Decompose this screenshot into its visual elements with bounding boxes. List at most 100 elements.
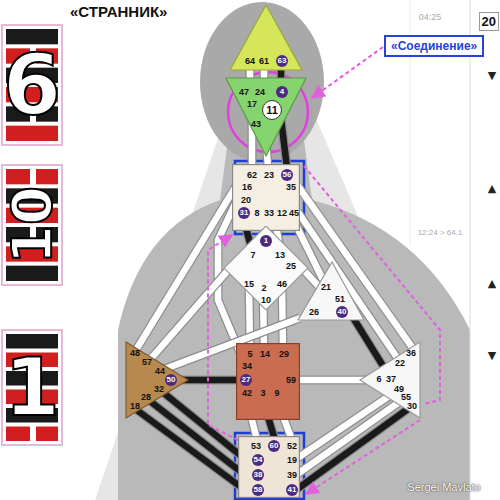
gate-number: 47	[239, 87, 249, 97]
active-gate-number: 38	[252, 469, 264, 481]
box-text: «Соединение»	[391, 39, 477, 53]
light-cone	[95, 0, 480, 500]
box-text: 20	[482, 14, 496, 29]
channel-fill	[296, 406, 412, 490]
gate-number: 36	[406, 348, 416, 358]
hexagram-frame	[2, 165, 62, 285]
hexagram-number: 6	[3, 43, 61, 127]
solar-plexus-center: 3622637495530	[358, 340, 422, 420]
g-center: 1713251524610	[224, 226, 308, 310]
active-gate-number: 56	[281, 169, 293, 181]
center-shape	[126, 342, 188, 418]
center-shape	[224, 226, 308, 310]
active-gate-number: 27	[240, 374, 252, 386]
gate-number: 5	[247, 349, 252, 359]
gate-number: 51	[335, 294, 345, 304]
watermark: Sergei Mavlato	[407, 481, 480, 493]
active-gate-number: 58	[252, 484, 264, 496]
head-center: 646163	[228, 3, 304, 73]
gate-number: 44	[155, 366, 165, 376]
gate-number: 35	[286, 182, 296, 192]
gate-number: 3	[260, 388, 265, 398]
date-box: 20	[479, 12, 499, 31]
hexagram-line	[6, 427, 30, 442]
hexagram-number: 1	[4, 348, 60, 428]
arrow-symbol: ▲	[488, 182, 496, 195]
gate-number: 15	[244, 279, 254, 289]
head-silhouette	[200, 2, 324, 162]
gate-number: 7	[250, 250, 255, 260]
gate-number: 46	[277, 279, 287, 289]
channel	[296, 406, 412, 490]
gate-number: 32	[154, 384, 164, 394]
channel-outline	[296, 406, 412, 490]
heart-center: 21512640	[296, 260, 364, 322]
channel-outline	[134, 408, 245, 490]
gate-number: 39	[287, 470, 297, 480]
time-note: 04:25	[419, 12, 442, 22]
gate-number: 45	[289, 208, 299, 218]
panel-line	[470, 0, 471, 500]
channel-outline	[296, 398, 405, 475]
gate-number: 30	[407, 401, 417, 411]
gate-number: 24	[255, 87, 265, 97]
root-center: 536052541938395841	[238, 436, 300, 498]
gate-number: 28	[141, 392, 151, 402]
gate-number: 20	[241, 195, 251, 205]
channel-fill	[134, 408, 245, 490]
hexagram-line	[6, 266, 58, 281]
channel-outline	[298, 212, 400, 362]
dotted-arrow-line	[312, 47, 383, 98]
highlight-frame	[235, 433, 304, 499]
center-shape	[230, 5, 302, 70]
page-title: «СТРАННИК»	[70, 3, 167, 20]
gate-number: 34	[242, 361, 252, 371]
hexagram-line	[6, 334, 58, 349]
arrow-symbol: ▼	[488, 349, 496, 362]
center-shape	[237, 344, 300, 420]
center-shape	[298, 262, 364, 320]
active-gate-number: 40	[336, 306, 348, 318]
hexagram-frame	[2, 330, 62, 445]
active-gate-number: 60	[268, 440, 280, 452]
gate-number: 43	[251, 119, 261, 129]
active-gate-number: 63	[276, 55, 288, 67]
gate-number: 42	[242, 388, 252, 398]
throat-center: 622356163520318331245	[232, 164, 300, 231]
sacral-center: 514293427594239	[236, 343, 300, 420]
gate-number: 59	[286, 375, 296, 385]
channel-fill	[296, 398, 405, 475]
gate-number: 57	[142, 357, 152, 367]
gate-number: 33	[264, 208, 274, 218]
gate-number: 9	[274, 388, 279, 398]
active-gate-number: 11	[262, 100, 282, 120]
gate-number: 14	[260, 349, 270, 359]
spleen-center: 48574450322818	[124, 340, 190, 420]
gate-number: 61	[259, 56, 269, 66]
gate-number: 12	[277, 208, 287, 218]
side-panel	[470, 0, 500, 500]
active-gate-number: 54	[252, 454, 264, 466]
gate-number: 22	[395, 358, 405, 368]
gate-number: 18	[130, 401, 140, 411]
gate-number: 17	[247, 99, 257, 109]
gate-number: 6	[376, 374, 381, 384]
gate-number: 52	[287, 441, 297, 451]
center-shape	[360, 342, 420, 418]
hexagram-number: 10	[4, 186, 60, 264]
hexagram-panels	[2, 25, 62, 445]
body-silhouette	[118, 140, 470, 500]
channel-fill	[298, 212, 400, 362]
hexagram-line	[36, 169, 58, 184]
gate-number: 8	[254, 208, 259, 218]
gate-number: 53	[251, 441, 261, 451]
center-shape	[239, 437, 300, 498]
dotted-arrow-line	[306, 420, 420, 494]
transit-note: 12:24 > 64.1	[418, 228, 463, 237]
active-gate-number: 31	[238, 207, 250, 219]
gate-number: 19	[287, 455, 297, 465]
dotted-arrow	[312, 47, 383, 98]
gate-number: 25	[286, 261, 296, 271]
gate-number: 10	[261, 295, 271, 305]
